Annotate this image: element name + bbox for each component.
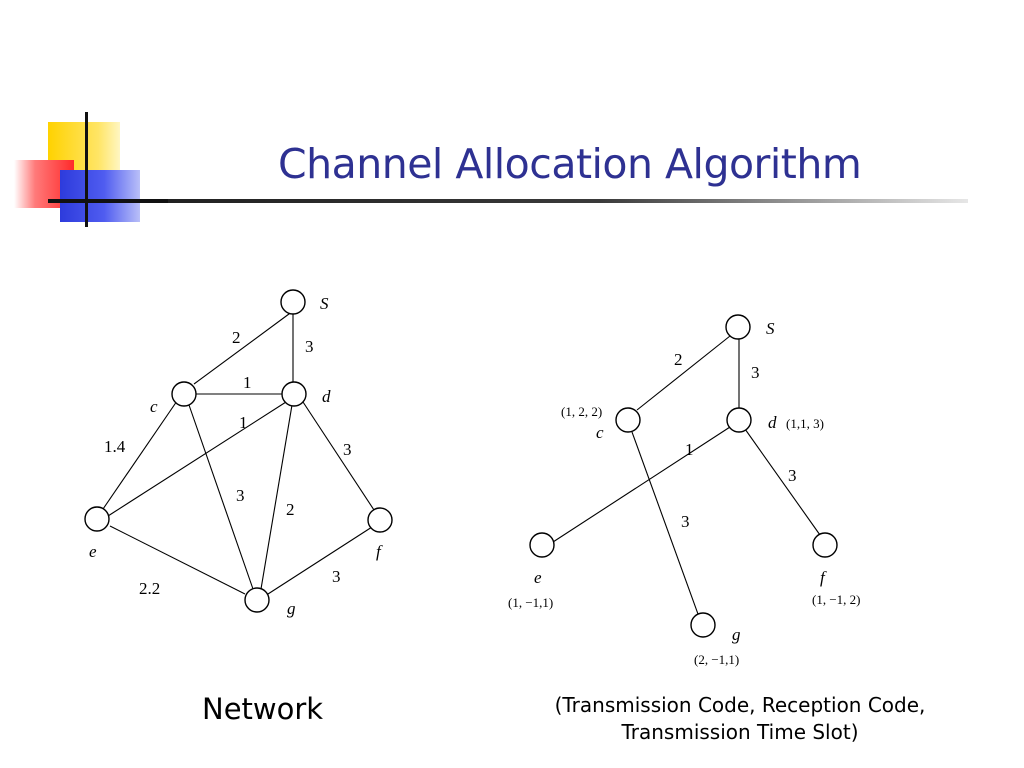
node-f — [367, 507, 393, 533]
slide-title: Channel Allocation Algorithm — [278, 140, 862, 188]
node-d — [281, 381, 307, 407]
decor-vertical-line — [85, 112, 88, 227]
node-label-f: f — [820, 568, 827, 587]
node-e — [84, 506, 110, 532]
code-assignment-graph: S c d e f g (1, 2, 2) (1,1, 3) (1, −1,1)… — [508, 314, 861, 667]
decor-blue-square — [60, 170, 140, 222]
node-g — [690, 612, 716, 638]
weight-d-f: 3 — [788, 466, 797, 485]
edge-d-f — [744, 428, 821, 536]
weight-S-c: 2 — [674, 350, 683, 369]
edge-c-g — [188, 404, 254, 590]
code-caption-line2: Transmission Time Slot) — [621, 720, 859, 744]
node-e — [529, 532, 555, 558]
weight-d-f: 3 — [343, 440, 352, 459]
node-S — [725, 314, 751, 340]
node-label-S: S — [320, 294, 329, 313]
node-c — [615, 407, 641, 433]
node-label-d: d — [768, 413, 777, 432]
node-label-e: e — [534, 568, 542, 587]
network-graph: S c d e f g 2 3 1 1 1.4 3 3 2 3 2.2 — [84, 289, 393, 618]
weight-e-g: 2.2 — [139, 579, 160, 598]
edge-d-f — [302, 401, 375, 511]
node-d — [726, 407, 752, 433]
node-label-c: c — [150, 397, 158, 416]
decor-horizontal-line — [48, 199, 168, 203]
node-label-S: S — [766, 319, 775, 338]
node-c — [171, 381, 197, 407]
title-underline — [48, 199, 968, 203]
code-d: (1,1, 3) — [786, 416, 824, 431]
code-c: (1, 2, 2) — [561, 404, 602, 419]
edge-S-c — [193, 310, 294, 385]
code-e: (1, −1,1) — [508, 595, 553, 610]
weight-c-g: 3 — [236, 486, 245, 505]
weight-e-d: 1 — [239, 413, 248, 432]
weight-e-d: 1 — [685, 440, 694, 459]
edge-d-g — [260, 404, 293, 590]
edge-f-g — [267, 526, 373, 595]
node-label-g: g — [287, 599, 296, 618]
node-S — [280, 289, 306, 315]
node-label-g: g — [732, 625, 741, 644]
edge-e-d — [107, 401, 287, 517]
edge-S-c — [636, 335, 731, 411]
code-caption: (Transmission Code, Reception Code, Tran… — [540, 692, 940, 746]
weight-d-g: 2 — [286, 500, 295, 519]
node-label-e: e — [89, 542, 97, 561]
code-caption-line1: (Transmission Code, Reception Code, — [554, 693, 926, 717]
code-g: (2, −1,1) — [694, 652, 739, 667]
edge-e-g — [109, 525, 246, 595]
weight-c-e: 1.4 — [104, 437, 126, 456]
weight-f-g: 3 — [332, 567, 341, 586]
node-f — [812, 532, 838, 558]
weight-S-d: 3 — [305, 337, 314, 356]
weight-c-d: 1 — [243, 373, 252, 392]
network-caption: Network — [202, 692, 324, 726]
code-f: (1, −1, 2) — [812, 592, 861, 607]
weight-c-g: 3 — [681, 512, 690, 531]
node-label-f: f — [376, 542, 383, 561]
weight-S-c: 2 — [232, 328, 241, 347]
weight-S-d: 3 — [751, 363, 760, 382]
edge-c-g — [631, 431, 699, 615]
node-g — [244, 587, 270, 613]
node-label-c: c — [596, 423, 604, 442]
edge-c-e — [102, 400, 178, 510]
node-label-d: d — [322, 387, 331, 406]
edge-e-d — [552, 426, 731, 543]
